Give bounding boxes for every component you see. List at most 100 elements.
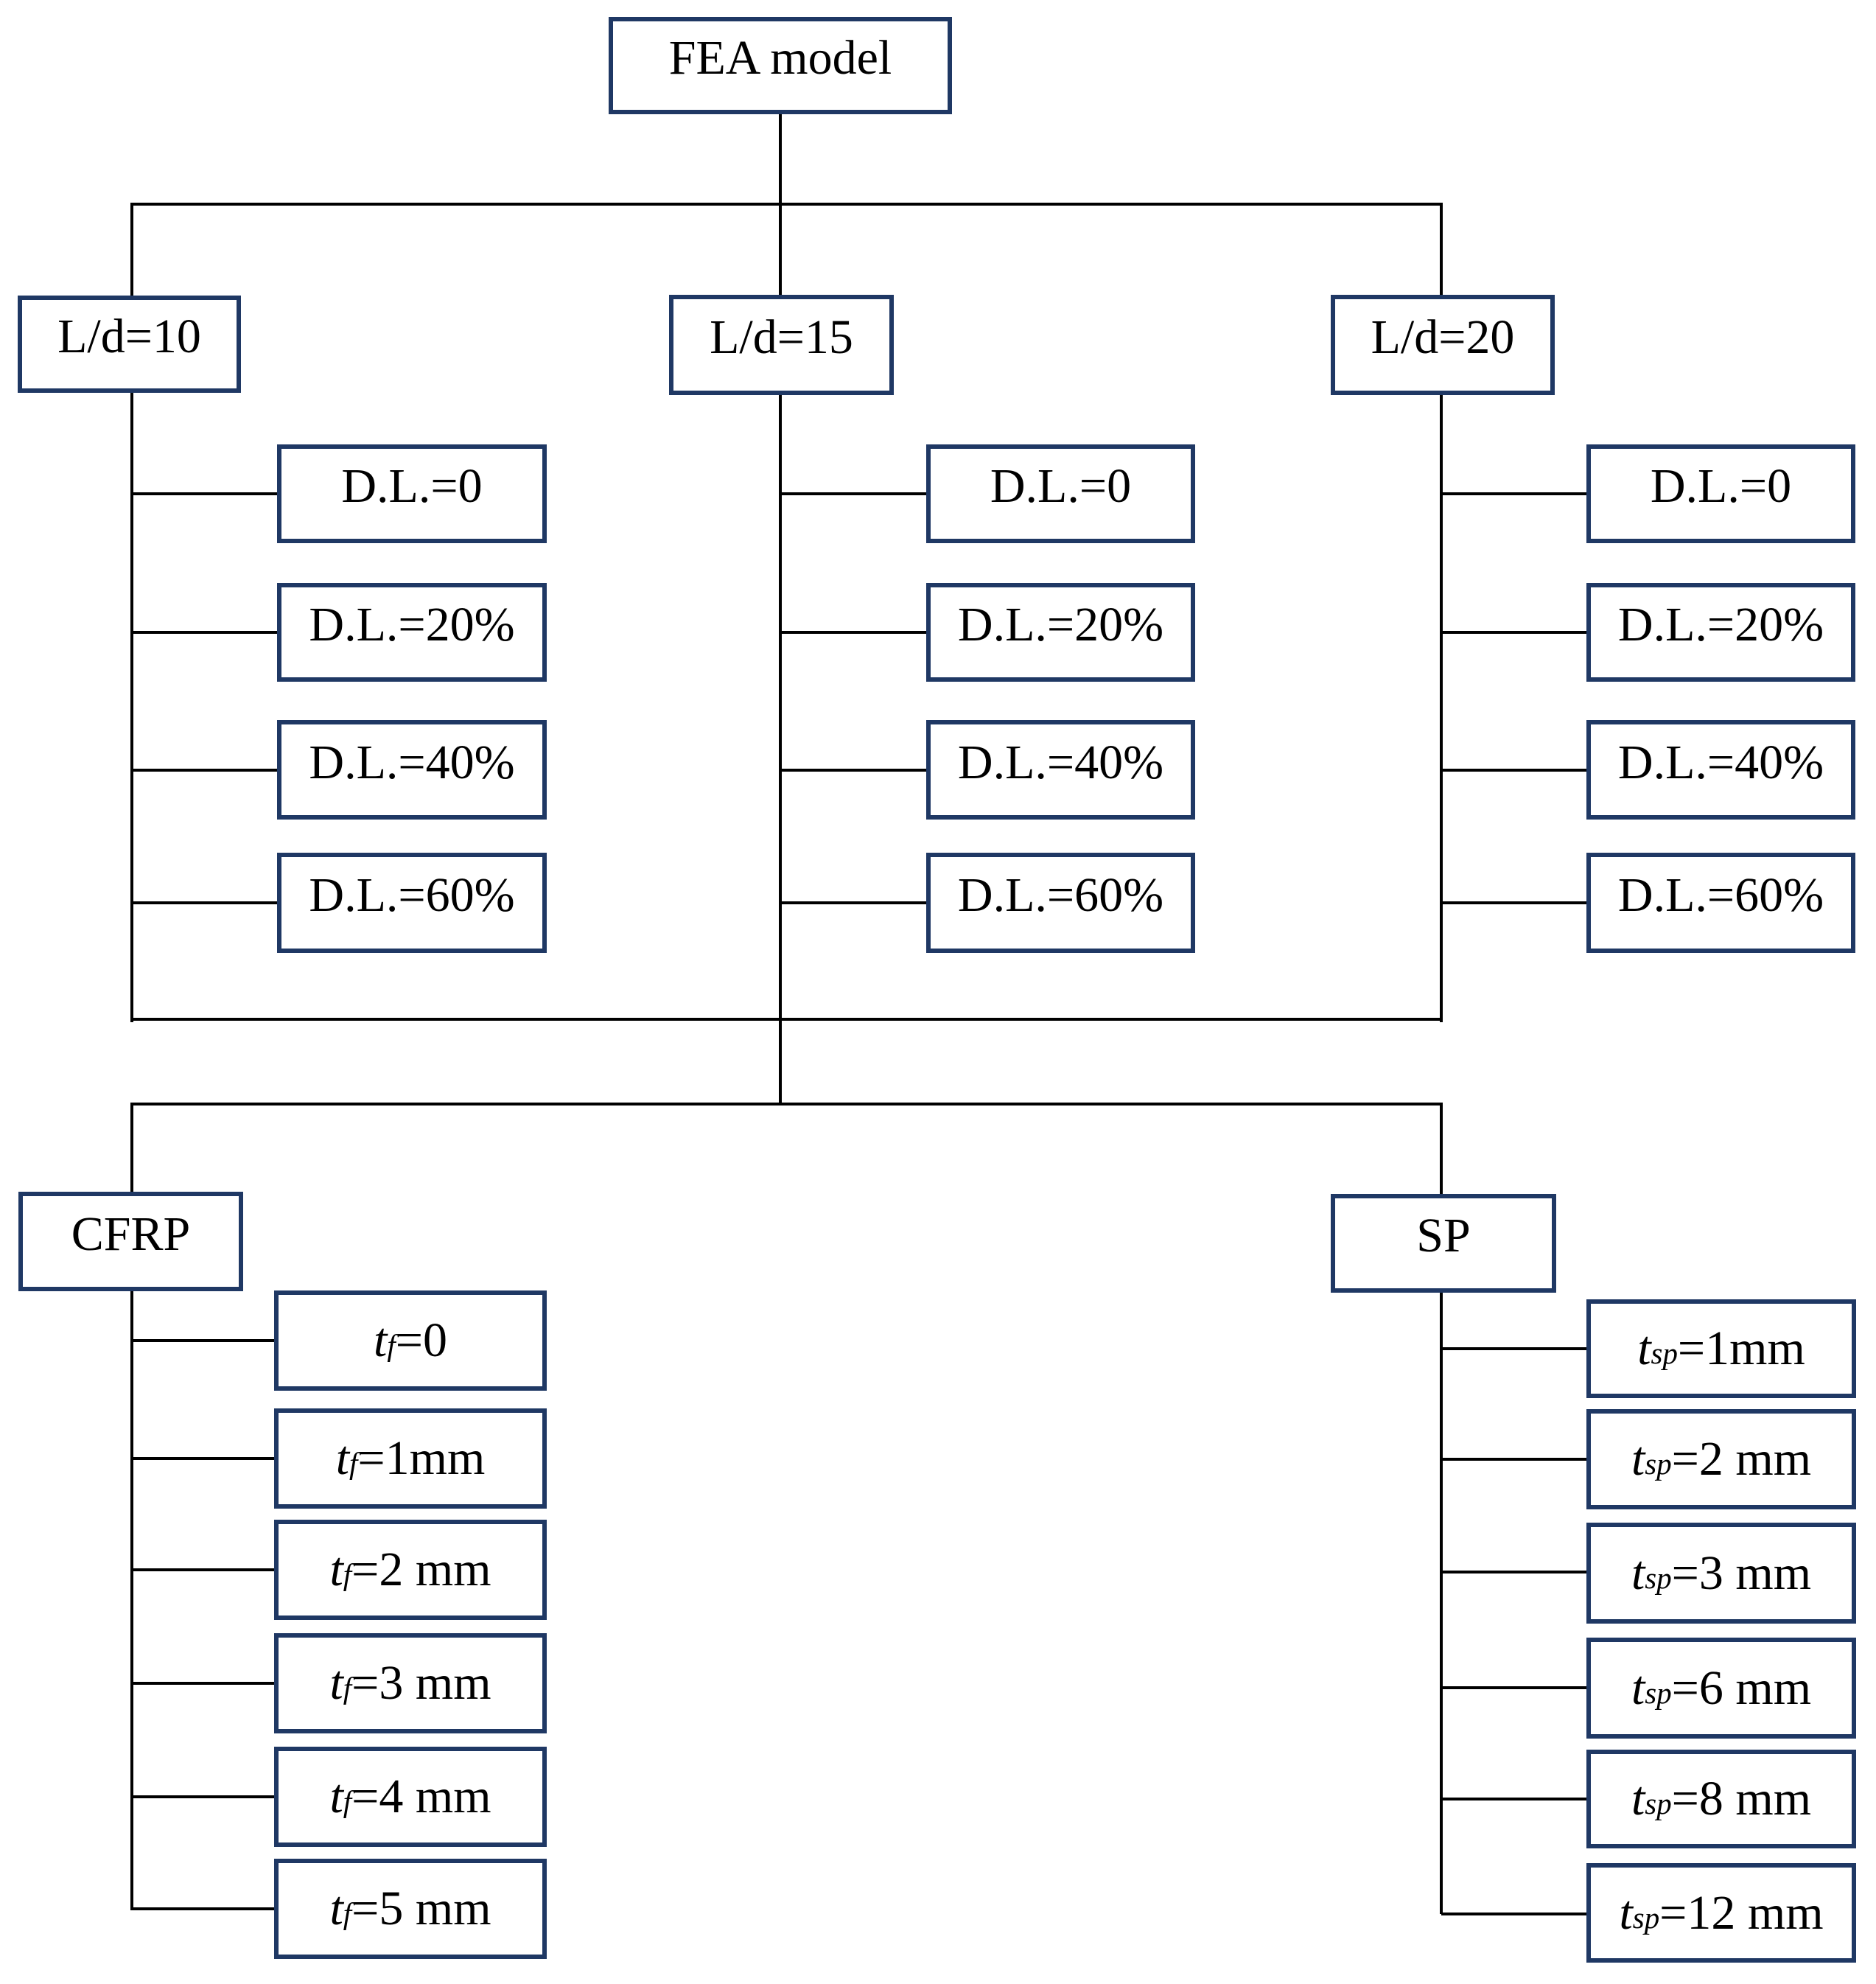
node-dl-label: D.L.=60% (1617, 868, 1824, 922)
connector-ld10-drop (130, 204, 133, 296)
connector-tsp-stub (1441, 1571, 1586, 1573)
tsp-var: t (1631, 1772, 1645, 1826)
tsp-var: t (1619, 1885, 1633, 1940)
node-dl-label: D.L.=0 (341, 459, 483, 513)
node-dl: D.L.=60% (926, 853, 1195, 953)
connector-cfrp-spine (130, 1291, 133, 1910)
connector-dl-stub (1441, 492, 1586, 495)
node-dl-label: D.L.=60% (309, 868, 515, 922)
tf-var: t (329, 1543, 343, 1596)
connector-dl-stub (132, 769, 277, 772)
node-cfrp-label: CFRP (71, 1206, 191, 1261)
node-dl: D.L.=20% (926, 583, 1195, 682)
node-ld-15-label: L/d=15 (710, 310, 853, 364)
tf-value: =0 (395, 1313, 447, 1367)
node-dl-label: D.L.=20% (1617, 598, 1824, 652)
node-dl: D.L.=0 (1586, 444, 1855, 543)
connector-col1-spine (130, 393, 133, 1022)
connector-mid-link (779, 1019, 782, 1105)
node-fea-model: FEA model (609, 17, 952, 114)
tsp-value: =6 mm (1671, 1660, 1812, 1715)
node-dl-label: D.L.=20% (309, 598, 515, 652)
node-ld-10-label: L/d=10 (57, 310, 201, 363)
node-ld-20: L/d=20 (1331, 295, 1555, 395)
connector-collector-bus (130, 1018, 1443, 1021)
connector-tsp-stub (1441, 1798, 1586, 1800)
connector-dl-stub (1441, 901, 1586, 904)
connector-tf-stub (132, 1457, 274, 1460)
node-dl-label: D.L.=40% (309, 735, 515, 789)
node-sp: SP (1331, 1194, 1556, 1293)
tf-value: =5 mm (351, 1882, 491, 1935)
connector-tf-stub (132, 1795, 274, 1798)
connector-dl-stub (780, 631, 926, 634)
node-dl: D.L.=0 (926, 444, 1195, 543)
connector-root-vline (779, 114, 782, 207)
tsp-value: =2 mm (1671, 1432, 1812, 1486)
tsp-value: =8 mm (1671, 1772, 1812, 1826)
node-ld-20-label: L/d=20 (1371, 310, 1515, 364)
node-ld-15: L/d=15 (669, 295, 894, 395)
node-dl: D.L.=40% (277, 720, 547, 820)
tsp-var: t (1631, 1545, 1645, 1600)
connector-ld20-drop (1440, 204, 1443, 295)
tf-var: t (329, 1882, 343, 1935)
connector-dl-stub (780, 769, 926, 772)
tf-var: t (374, 1313, 388, 1367)
node-dl-label: D.L.=40% (957, 735, 1164, 789)
tf-var: t (329, 1656, 343, 1710)
connector-dl-stub (1441, 631, 1586, 634)
node-dl-label: D.L.=20% (957, 598, 1164, 652)
node-sp-label: SP (1416, 1209, 1471, 1262)
tf-value: =3 mm (351, 1656, 491, 1710)
connector-dl-stub (132, 492, 277, 495)
connector-top-bus (130, 203, 1443, 206)
connector-dl-stub (1441, 769, 1586, 772)
connector-tsp-stub (1441, 1347, 1586, 1350)
connector-ld15-drop (779, 204, 782, 295)
node-dl: D.L.=0 (277, 444, 547, 543)
connector-tsp-stub (1441, 1458, 1586, 1461)
connector-dl-stub (132, 901, 277, 904)
connector-tf-stub (132, 1907, 274, 1910)
connector-col2-spine (779, 395, 782, 1022)
tsp-value: =3 mm (1671, 1545, 1812, 1600)
connector-dl-stub (132, 631, 277, 634)
tf-var: t (335, 1431, 350, 1485)
tsp-var: t (1637, 1321, 1651, 1375)
connector-tf-stub (132, 1568, 274, 1571)
connector-tf-stub (132, 1339, 274, 1342)
connector-sp-drop (1440, 1104, 1443, 1194)
connector-strengthening-bus (130, 1103, 1443, 1105)
node-cfrp: CFRP (18, 1192, 243, 1291)
tsp-var: t (1631, 1660, 1645, 1715)
connector-tsp-stub (1441, 1913, 1586, 1915)
tsp-var: t (1631, 1432, 1645, 1486)
tf-value: =1mm (357, 1431, 486, 1485)
tf-var: t (329, 1770, 343, 1823)
node-dl: D.L.=40% (1586, 720, 1855, 820)
node-dl-label: D.L.=40% (1617, 735, 1824, 789)
node-dl: D.L.=20% (1586, 583, 1855, 682)
tf-value: =4 mm (351, 1770, 491, 1823)
connector-cfrp-drop (130, 1104, 133, 1192)
node-dl-label: D.L.=0 (990, 459, 1132, 513)
connector-dl-stub (780, 901, 926, 904)
node-dl: D.L.=20% (277, 583, 547, 682)
connector-dl-stub (780, 492, 926, 495)
connector-tf-stub (132, 1682, 274, 1685)
tsp-value: =12 mm (1659, 1885, 1824, 1940)
